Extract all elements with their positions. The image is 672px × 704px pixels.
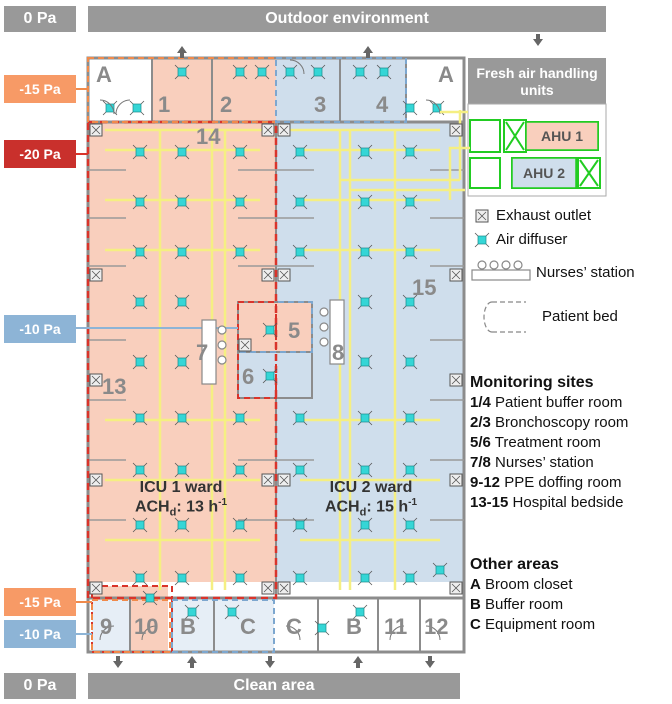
outdoor-pressure-label: 0 Pa	[4, 6, 76, 32]
monitoring-item: 9-12 PPE doffing room	[470, 474, 622, 491]
other-area-item: B Buffer room	[470, 596, 564, 613]
other-area-item: A Broom closet	[470, 576, 573, 593]
monitoring-item: 7/8 Nurses’ station	[470, 454, 594, 471]
outdoor-environment-bar: Outdoor environment	[88, 6, 606, 32]
pressure-buffer-top: -15 Pa	[4, 75, 76, 103]
legend-air-diffuser: Air diffuser	[496, 231, 568, 248]
room-12: 12	[424, 614, 449, 639]
room-2: 2	[220, 92, 233, 117]
pressure-treatment: -10 Pa	[4, 315, 76, 343]
monitoring-item: 2/3 Bronchoscopy room	[470, 414, 629, 431]
icu1-ward-name: ICU 1 ward	[139, 479, 223, 496]
monitoring-sites-section: Monitoring sites 1/4 Patient buffer room…	[470, 374, 668, 511]
site-14: 14	[196, 124, 221, 149]
legend-exhaust-outlet: Exhaust outlet	[496, 207, 592, 224]
clean-area-bar: Clean area	[88, 673, 460, 699]
room-10: 10	[134, 614, 159, 639]
rooms-1-2-fill	[152, 58, 276, 122]
site-15: 15	[412, 275, 437, 300]
ahu1-label: AHU 1	[540, 128, 583, 144]
icu1-ward-label: ICU 1 ward ACHd: 13 h-1	[116, 478, 246, 520]
monitoring-item: 13-15 Hospital bedside	[470, 494, 624, 511]
monitoring-sites-title: Monitoring sites	[470, 374, 594, 391]
icu2-ward-label: ICU 2 ward ACHd: 15 h-1	[306, 478, 436, 520]
room-9: 9	[100, 614, 113, 639]
pressure-doffing-10: -10 Pa	[4, 620, 76, 648]
room-5: 5	[288, 318, 301, 343]
room-a-right: A	[438, 62, 454, 87]
ahu2-label: AHU 2	[522, 165, 565, 181]
room-3: 3	[314, 92, 327, 117]
legend-patient-bed: Patient bed	[542, 308, 618, 325]
ahu-panel-title: Fresh air handling units	[476, 64, 598, 99]
room-11: 11	[384, 614, 408, 639]
site-13: 13	[102, 374, 127, 399]
room-1: 1	[158, 92, 171, 117]
monitoring-item: 1/4 Patient buffer room	[470, 394, 623, 411]
room-6: 6	[242, 364, 255, 389]
other-areas-title: Other areas	[470, 556, 559, 573]
room-b-right: B	[346, 614, 362, 639]
legend-nurses-station: Nurses’ station	[536, 264, 635, 281]
room-c-right: C	[286, 614, 302, 639]
room-c-left: C	[240, 614, 256, 639]
icu2-ward-name: ICU 2 ward	[329, 479, 413, 496]
icu2-ach: ACHd: 15 h-1	[324, 497, 418, 519]
icu1-ach: ACHd: 13 h-1	[134, 497, 228, 519]
other-areas-section: Other areas A Broom closet B Buffer room…	[470, 556, 668, 633]
room-4: 4	[376, 92, 389, 117]
pressure-doffing-9: -15 Pa	[4, 588, 76, 616]
room-b-left: B	[180, 614, 196, 639]
pressure-icu1: -20 Pa	[4, 140, 76, 168]
site-8: 8	[332, 340, 345, 365]
clean-area-pressure-label: 0 Pa	[4, 673, 76, 699]
room-a-left: A	[96, 62, 112, 87]
site-7: 7	[196, 340, 209, 365]
other-area-item: C Equipment room	[470, 616, 596, 633]
monitoring-item: 5/6 Treatment room	[470, 434, 601, 451]
